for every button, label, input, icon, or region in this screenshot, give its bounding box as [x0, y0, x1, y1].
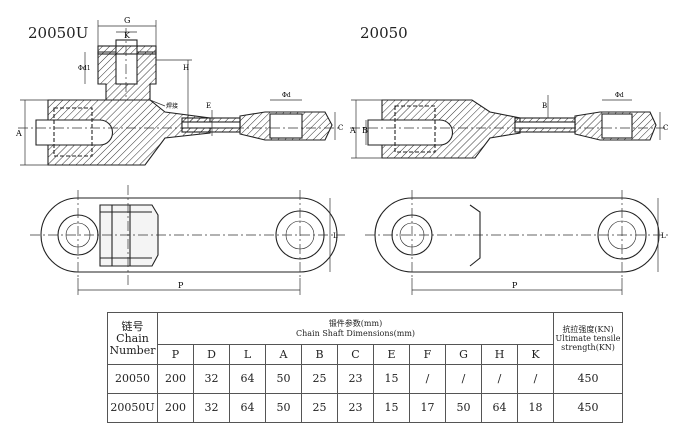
value-cell: 200	[157, 364, 194, 394]
strength-cell: 450	[553, 393, 624, 423]
dim-e-label: E	[206, 102, 211, 110]
dim-d-label-right: Φd	[615, 92, 624, 99]
header-strength-cell: 抗拉强度(KN) Ultimate tensile strength(KN)	[553, 312, 624, 365]
col-header: A	[265, 344, 302, 365]
dim-k-label: K	[124, 31, 131, 40]
value-cell: 64	[481, 393, 518, 423]
value-cell: 32	[193, 393, 230, 423]
col-header: L	[229, 344, 266, 365]
dim-d1-label: Φd1	[78, 65, 91, 72]
dim-c-label-right: C	[663, 124, 668, 132]
header-chain-en2: Number	[109, 343, 156, 357]
dim-l-label: L	[333, 232, 338, 240]
dim-p-label: P	[178, 281, 184, 290]
dim-p-label-right: P	[512, 281, 518, 290]
col-header: P	[157, 344, 194, 365]
header-dims-en: Chain Shaft Dimensions(mm)	[296, 328, 416, 338]
value-cell: 200	[157, 393, 194, 423]
title-20050u: 20050U	[28, 24, 89, 42]
header-dims-cn: 锻件参数(mm)	[328, 318, 383, 328]
value-cell: /	[445, 364, 482, 394]
header-strength-cn: 抗拉强度(KN)	[562, 325, 614, 334]
value-cell: 50	[265, 393, 302, 423]
table-row: 20050 200 32 64 50 25 23 15 / / / / 450	[107, 364, 624, 394]
value-cell: 32	[193, 364, 230, 394]
value-cell: 17	[409, 393, 446, 423]
chain-cell: 20050	[107, 364, 158, 394]
dim-a-label-right: A	[349, 126, 356, 135]
header-chain-cn: 链号	[121, 319, 144, 333]
header-strength-en2: strength(KN)	[561, 343, 615, 352]
dim-l-label-right: L	[661, 232, 666, 240]
dim-d-label: Φd	[282, 92, 291, 99]
header-chain-cell: 链号 Chain Number	[107, 312, 158, 365]
value-cell: 64	[229, 393, 266, 423]
section-view-20050u	[35, 39, 333, 166]
weld-label: 焊接	[166, 102, 178, 110]
value-cell: 64	[229, 364, 266, 394]
table-row: 20050U 200 32 64 50 25 23 15 17 50 64 18…	[107, 393, 624, 423]
value-cell: /	[516, 364, 555, 394]
strength-cell: 450	[553, 364, 624, 394]
value-cell: /	[409, 364, 446, 394]
value-cell: 25	[301, 364, 338, 394]
col-header: C	[337, 344, 374, 365]
col-header: H	[481, 344, 518, 365]
col-header: F	[409, 344, 446, 365]
col-header: K	[516, 344, 555, 365]
value-cell: 23	[337, 393, 374, 423]
col-header: B	[301, 344, 338, 365]
technical-drawing: G K H E A C Φd Φd1 焊接 A B B C Φd	[15, 16, 668, 295]
value-cell: 25	[301, 393, 338, 423]
col-header: G	[445, 344, 482, 365]
header-strength-en1: Ultimate tensile	[555, 334, 621, 343]
dim-b-label-right: B	[362, 126, 368, 135]
col-header: E	[373, 344, 410, 365]
chain-cell: 20050U	[107, 393, 158, 423]
dim-g-label: G	[124, 16, 130, 25]
dim-a-label: A	[15, 129, 22, 138]
spec-table: 链号 Chain Number 锻件参数(mm) Chain Shaft Dim…	[107, 312, 624, 423]
dim-e-label-right: B	[542, 102, 547, 110]
value-cell: 50	[445, 393, 482, 423]
header-chain-en1: Chain	[116, 331, 149, 345]
value-cell: 50	[265, 364, 302, 394]
dim-c-label: C	[338, 124, 343, 132]
col-header: D	[193, 344, 230, 365]
title-20050: 20050	[360, 24, 408, 42]
value-cell: 18	[516, 393, 555, 423]
value-cell: /	[481, 364, 518, 394]
value-cell: 23	[337, 364, 374, 394]
header-dims-cell: 锻件参数(mm) Chain Shaft Dimensions(mm)	[156, 312, 555, 345]
value-cell: 15	[373, 364, 410, 394]
section-view-20050	[367, 99, 657, 159]
dim-h-label: H	[183, 64, 189, 72]
value-cell: 15	[373, 393, 410, 423]
